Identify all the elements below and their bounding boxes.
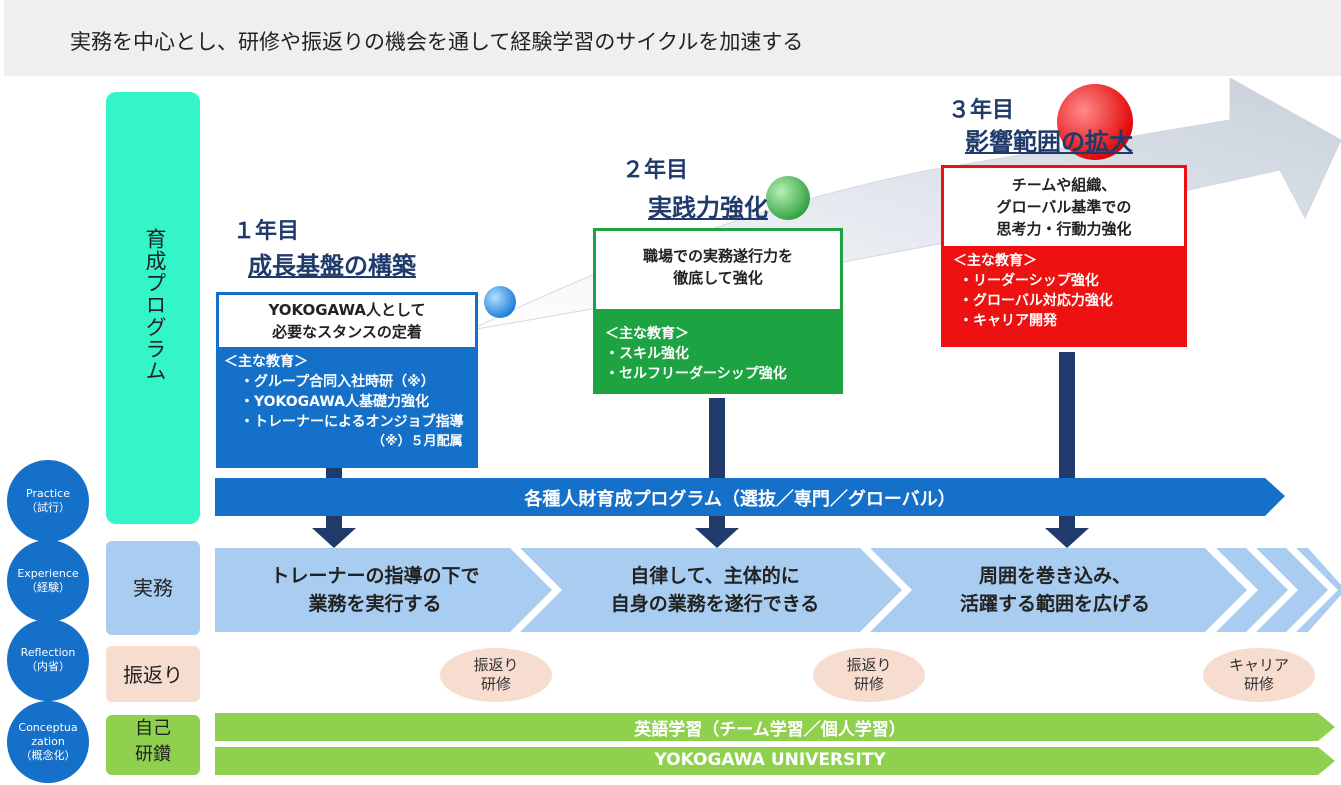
english-band-label: 英語学習（チーム学習／個人学習）: [634, 720, 906, 740]
red-ball: [1057, 84, 1133, 160]
year1-box: YOKOGAWA人として必要なスタンスの定着 ＜主な教育＞ ・グループ合同入社時…: [216, 292, 478, 468]
down-arrow-head-1: [312, 528, 356, 548]
cycle-practice: Practice（試行）: [7, 460, 89, 542]
year3-education: ＜主な教育＞ ・リーダーシップ強化 ・グローバル対応力強化 ・キャリア開発: [953, 253, 1113, 329]
year3-box: チームや組織、グローバル基準での思考力・行動力強化 ＜主な教育＞ ・リーダーシッ…: [941, 165, 1187, 347]
self-study-sidebar-label: 自己研鑽: [135, 718, 171, 765]
year3-box-title: チームや組織、グローバル基準での思考力・行動力強化: [944, 168, 1184, 246]
year2-number: ２年目: [622, 158, 689, 183]
connector-year1: [326, 468, 342, 480]
work-chevron-small-2: [1256, 548, 1328, 632]
cycle-experience: Experience（経験）: [7, 540, 89, 622]
work-chevron-small-3: [1296, 548, 1341, 632]
connector-year2: [709, 398, 725, 478]
year1-education: ＜主な教育＞ ・グループ合同入社時研（※） ・YOKOGAWA人基礎力強化 ・ト…: [224, 354, 464, 449]
down-arrow-head-3: [1045, 528, 1089, 548]
down-arrow-stem-3: [1059, 516, 1075, 528]
page-title: 実務を中心とし、研修や振返りの機会を通して経験学習のサイクルを加速する: [70, 30, 804, 54]
down-arrow-stem-1: [326, 516, 342, 528]
work-chevron-2: [520, 548, 902, 632]
year3-title: 影響範囲の拡大: [965, 128, 1133, 156]
year1-box-title: YOKOGAWA人として必要なスタンスの定着: [219, 295, 475, 347]
work-sidebar-label: 実務: [133, 576, 173, 600]
university-band-label: YOKOGAWA UNIVERSITY: [654, 750, 886, 770]
program-sidebar: [106, 92, 200, 524]
career-training: キャリア研修: [1203, 648, 1315, 702]
reflection-sidebar-label: 振返り: [123, 663, 183, 687]
reflection-training-1: 振返り研修: [440, 648, 552, 702]
connector-year3: [1059, 352, 1075, 478]
blue-ball: [484, 286, 516, 318]
year3-number: ３年目: [948, 98, 1015, 123]
work-stage-3: 周囲を巻き込み、活躍する範囲を広げる: [959, 565, 1150, 615]
work-stage-1: トレーナーの指導の下で業務を実行する: [270, 565, 480, 615]
year1-title: 成長基盤の構築: [248, 252, 416, 280]
work-chevron-1: [215, 548, 552, 632]
work-chevron-3: [870, 548, 1247, 632]
work-stage-2: 自律して、主体的に自身の業務を遂行できる: [610, 565, 820, 615]
header-banner: [4, 0, 1341, 76]
work-chevron-small-1: [1216, 548, 1288, 632]
programs-band-arrow: [215, 478, 1285, 516]
reflection-training-2: 振返り研修: [813, 648, 925, 702]
year2-education: ＜主な教育＞ ・スキル強化 ・セルフリーダーシップ強化: [605, 326, 787, 382]
cycle-conceptualization: Conceptua zation（概念化）: [7, 701, 89, 783]
year2-box: 職場での実務遂行力を徹底して強化 ＜主な教育＞ ・スキル強化 ・セルフリーダーシ…: [593, 228, 843, 394]
year2-box-title: 職場での実務遂行力を徹底して強化: [596, 231, 840, 309]
work-sidebar: [106, 541, 200, 635]
self-study-sidebar: [106, 715, 200, 775]
cycle-reflection: Reflection（内省）: [7, 619, 89, 701]
year1-number: １年目: [233, 219, 300, 244]
green-ball: [766, 176, 810, 220]
english-band-arrow: [215, 713, 1335, 741]
down-arrow-head-2: [695, 528, 739, 548]
programs-band-label: 各種人財育成プログラム（選抜／専門／グローバル）: [524, 489, 956, 510]
reflection-sidebar: [106, 646, 200, 702]
program-sidebar-label: 育成プログラム: [143, 228, 167, 382]
down-arrow-stem-2: [709, 516, 725, 528]
university-band-arrow: [215, 747, 1335, 775]
year2-title: 実践力強化: [648, 194, 768, 222]
